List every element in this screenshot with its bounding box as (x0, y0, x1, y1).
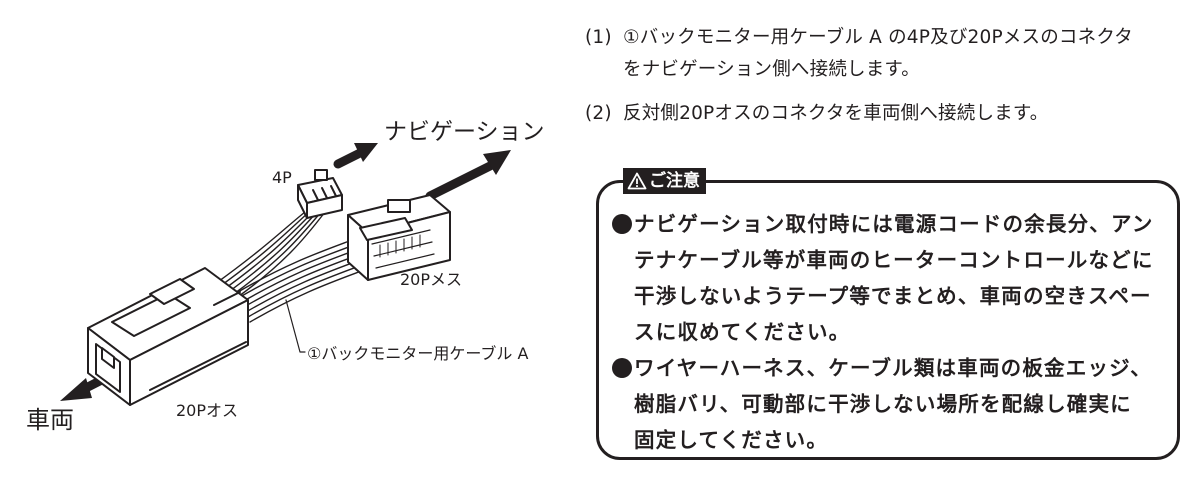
bullet-icon (612, 214, 632, 234)
step-text: 反対側20Pオスのコネクタを車両側へ接続します。 (623, 103, 1049, 124)
connector-4p-label: 4P (272, 168, 292, 187)
navigation-label: ナビゲーション (384, 119, 545, 145)
arrow-to-navigation-icon (333, 143, 378, 169)
connector-20p-female-label: 20Pメス (400, 270, 463, 289)
caution-item: ナビゲーション取付時には電源コードの余長分、アン テナケーブル等が車両のヒーター… (612, 206, 1168, 350)
step-number: (1) (585, 27, 612, 48)
connector-20p-male-icon (87, 267, 249, 406)
cable-illustration (60, 143, 511, 406)
wiring-diagram: ナビゲーション 4P 20Pメス ①バックモニター用ケーブル A 20Pオス 車… (0, 0, 580, 480)
step-number: (2) (585, 103, 612, 124)
caution-box (596, 180, 1180, 460)
bullet-icon (612, 358, 632, 378)
caution-item-text: ワイヤーハーネス、ケーブル類は車両の板金エッジ、 樹脂バリ、可動部に干渉しない場… (634, 356, 1152, 452)
caution-title: ご注意 (649, 171, 700, 191)
step-text-continuation: をナビゲーション側へ接続します。 (623, 59, 920, 80)
instruction-step-2: (2) 反対側20Pオスのコネクタを車両側へ接続します。 (585, 98, 1048, 130)
warning-triangle-icon (627, 172, 647, 190)
instruction-step-1: (1) ①バックモニター用ケーブル A の4P及び20Pメスのコネクタ をナビゲー… (585, 22, 1133, 86)
caution-item: ワイヤーハーネス、ケーブル類は車両の板金エッジ、 樹脂バリ、可動部に干渉しない場… (612, 350, 1168, 458)
step-text: ①バックモニター用ケーブル A の4P及び20Pメスのコネクタ (623, 27, 1133, 48)
cable-leader-line (285, 299, 306, 353)
arrow-to-navigation-icon (425, 150, 511, 201)
connector-20p-female-icon (347, 194, 451, 281)
connector-4p-icon (297, 169, 343, 219)
caution-badge: ご注意 (623, 168, 706, 194)
connector-20p-male-label: 20Pオス (176, 401, 239, 420)
vehicle-label: 車両 (26, 406, 74, 434)
caution-item-text: ナビゲーション取付時には電源コードの余長分、アン テナケーブル等が車両のヒーター… (634, 212, 1154, 344)
cable-label: ①バックモニター用ケーブル A (307, 344, 529, 363)
